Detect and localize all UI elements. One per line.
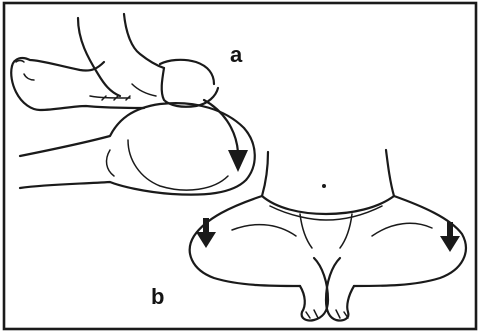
panel-b-label: b xyxy=(151,284,164,309)
panel-a-drawing xyxy=(11,14,255,195)
panel-a-label: a xyxy=(230,42,243,67)
panel-b-drawing xyxy=(190,150,466,321)
